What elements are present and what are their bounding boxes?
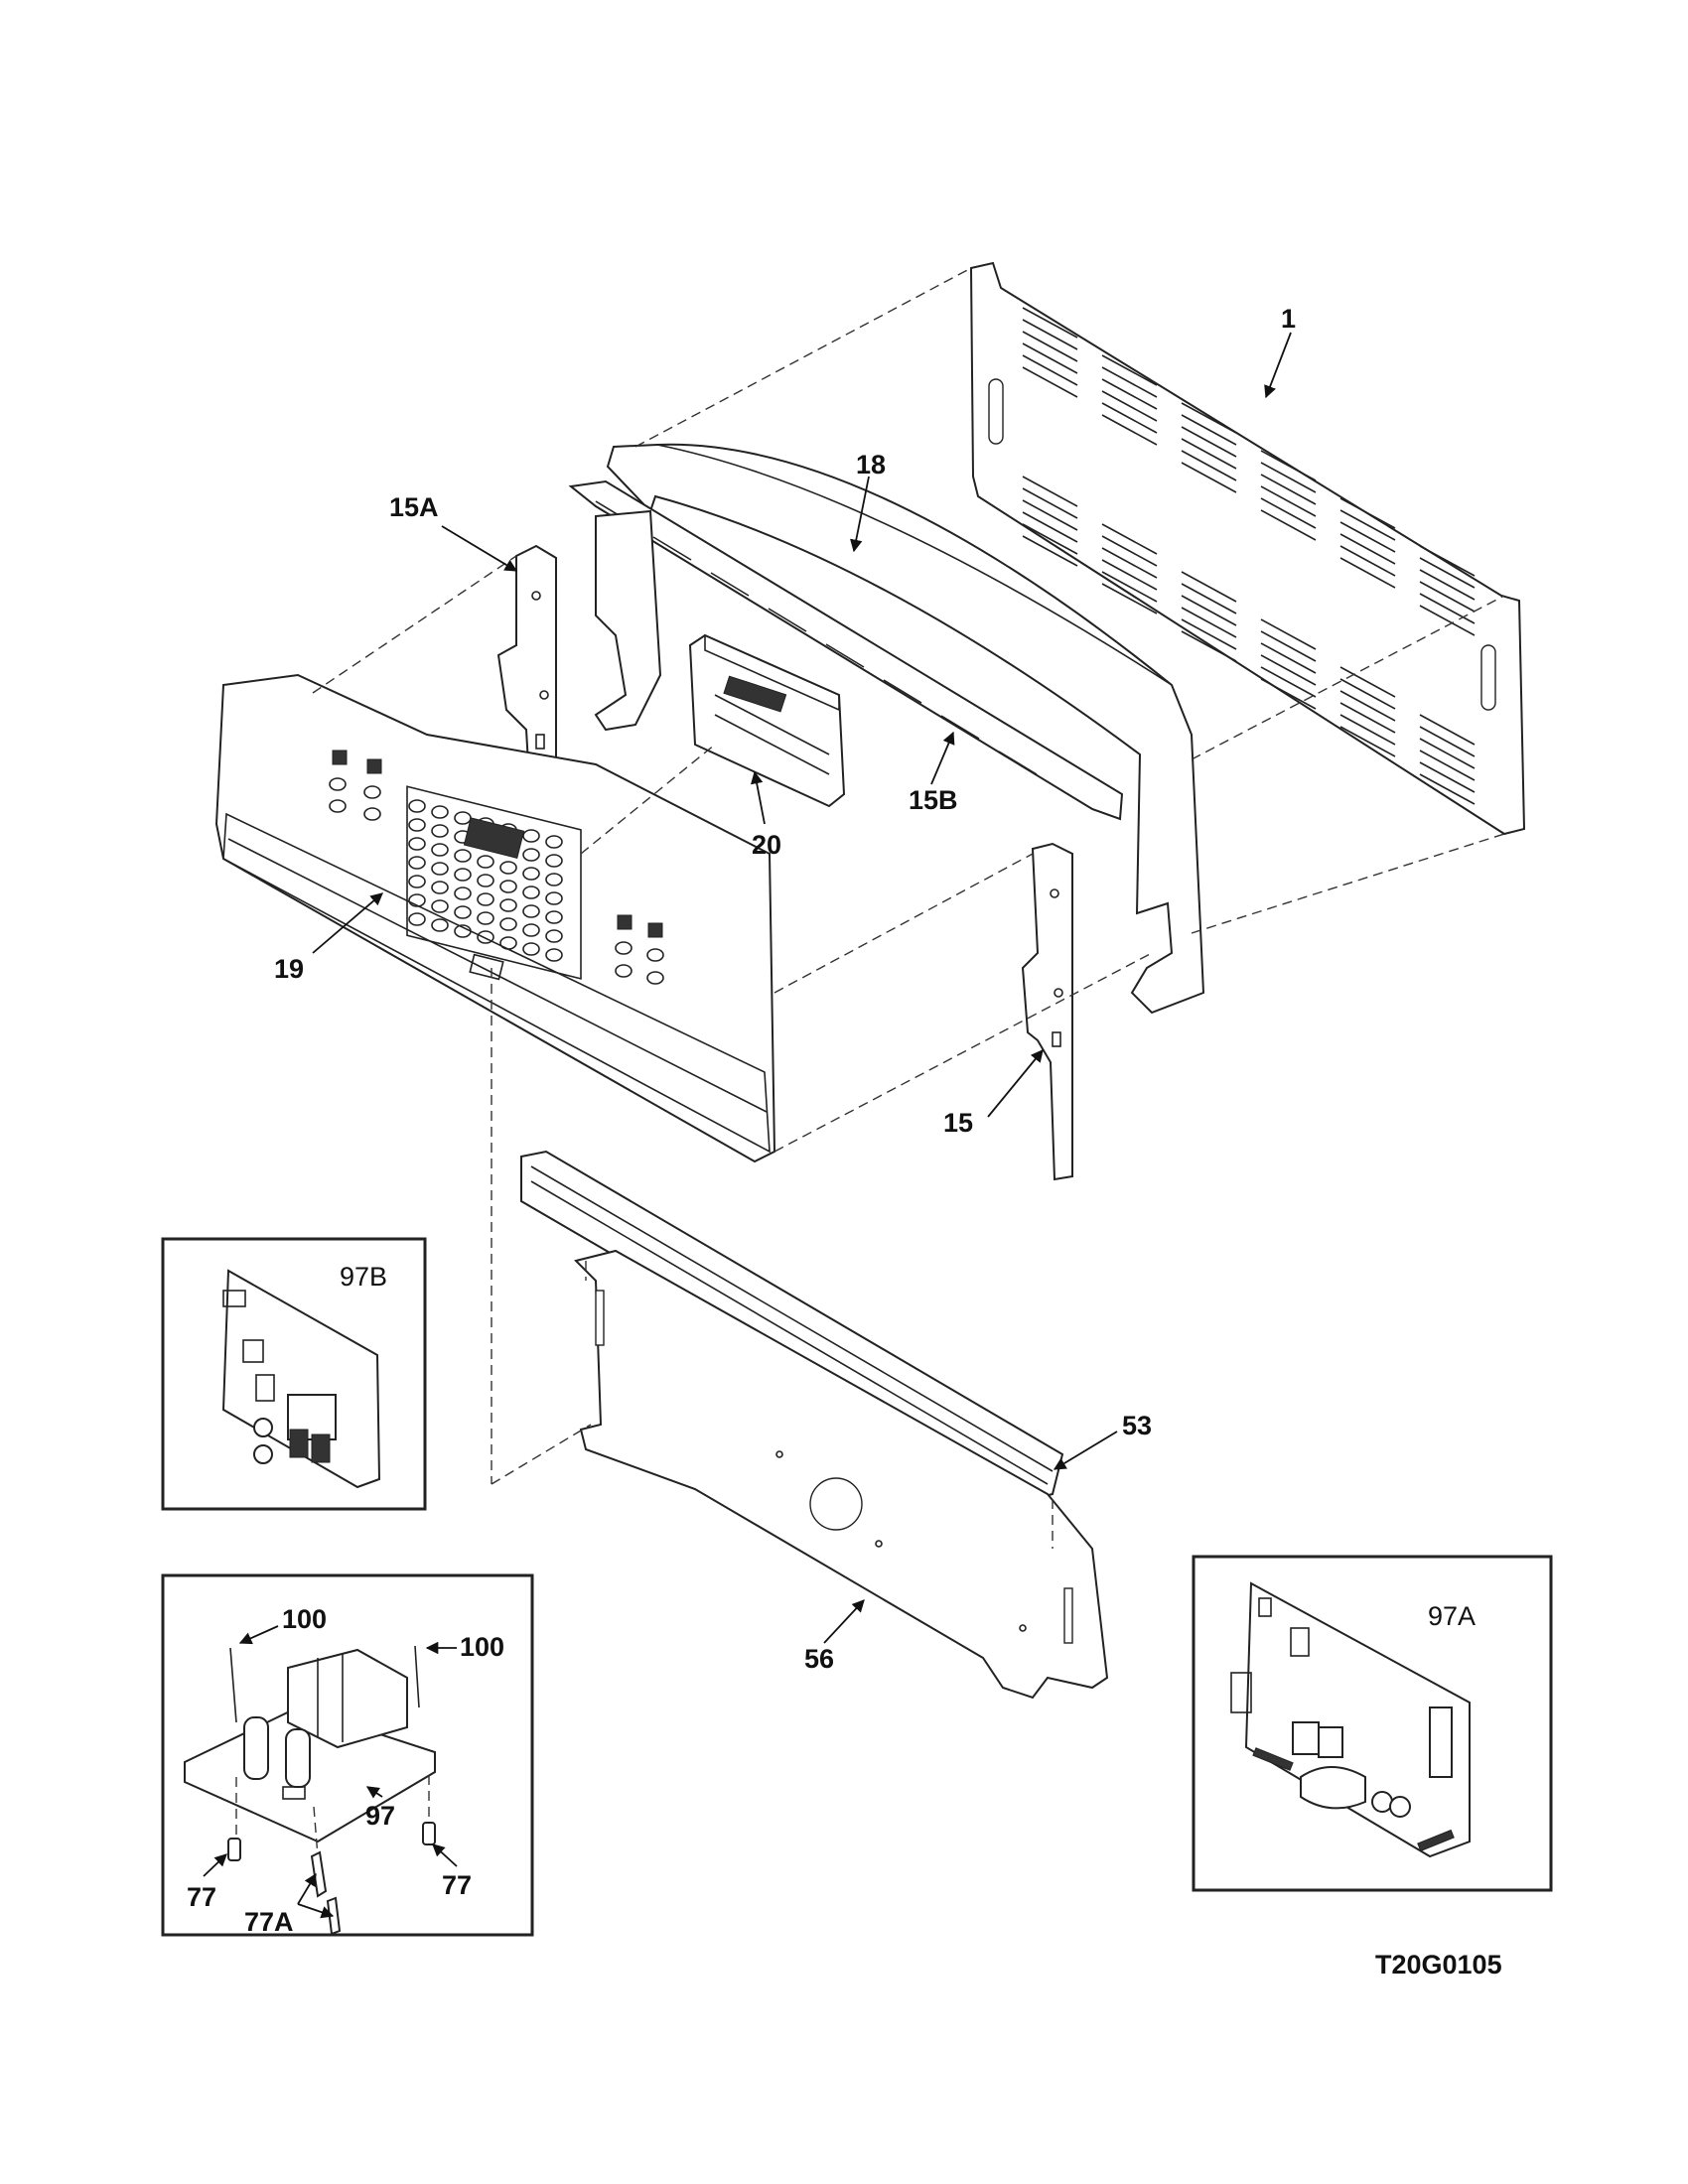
inset-97	[161, 1573, 534, 1937]
callout-18: 18	[856, 450, 886, 479]
callout-15A: 15A	[389, 492, 439, 522]
callout-53: 53	[1122, 1411, 1152, 1440]
control-board	[688, 633, 846, 808]
upper-rail	[520, 1150, 1064, 1501]
callout-77A: 77A	[244, 1907, 294, 1937]
alignment-lines	[312, 267, 1505, 1549]
callout-15: 15	[943, 1108, 973, 1138]
rear-panel	[969, 261, 1526, 836]
control-panel	[214, 673, 776, 1163]
inset-97A	[1192, 1555, 1553, 1892]
callout-97B: 97B	[340, 1262, 387, 1292]
callout-100-left: 100	[282, 1604, 327, 1634]
callout-19: 19	[274, 954, 304, 984]
callout-15B: 15B	[909, 785, 958, 815]
callout-56: 56	[804, 1644, 834, 1674]
callout-97: 97	[365, 1801, 395, 1831]
callout-77-left: 77	[187, 1882, 216, 1912]
inset-97B	[161, 1237, 427, 1511]
callout-labels: 1 18 15A 15B 20 19 15 53 56 97B 97A 100 …	[187, 304, 1502, 1979]
callout-100-right: 100	[460, 1632, 504, 1662]
backguard-frame	[568, 443, 1205, 1015]
lower-bracket	[574, 1249, 1109, 1700]
callout-20: 20	[752, 830, 781, 860]
callout-1: 1	[1281, 304, 1296, 334]
callout-77-right: 77	[442, 1870, 472, 1900]
callout-97A: 97A	[1428, 1601, 1476, 1631]
leader-lines	[203, 332, 1292, 1919]
drawing-code: T20G0105	[1375, 1950, 1502, 1979]
bracket-right	[1021, 842, 1073, 1181]
